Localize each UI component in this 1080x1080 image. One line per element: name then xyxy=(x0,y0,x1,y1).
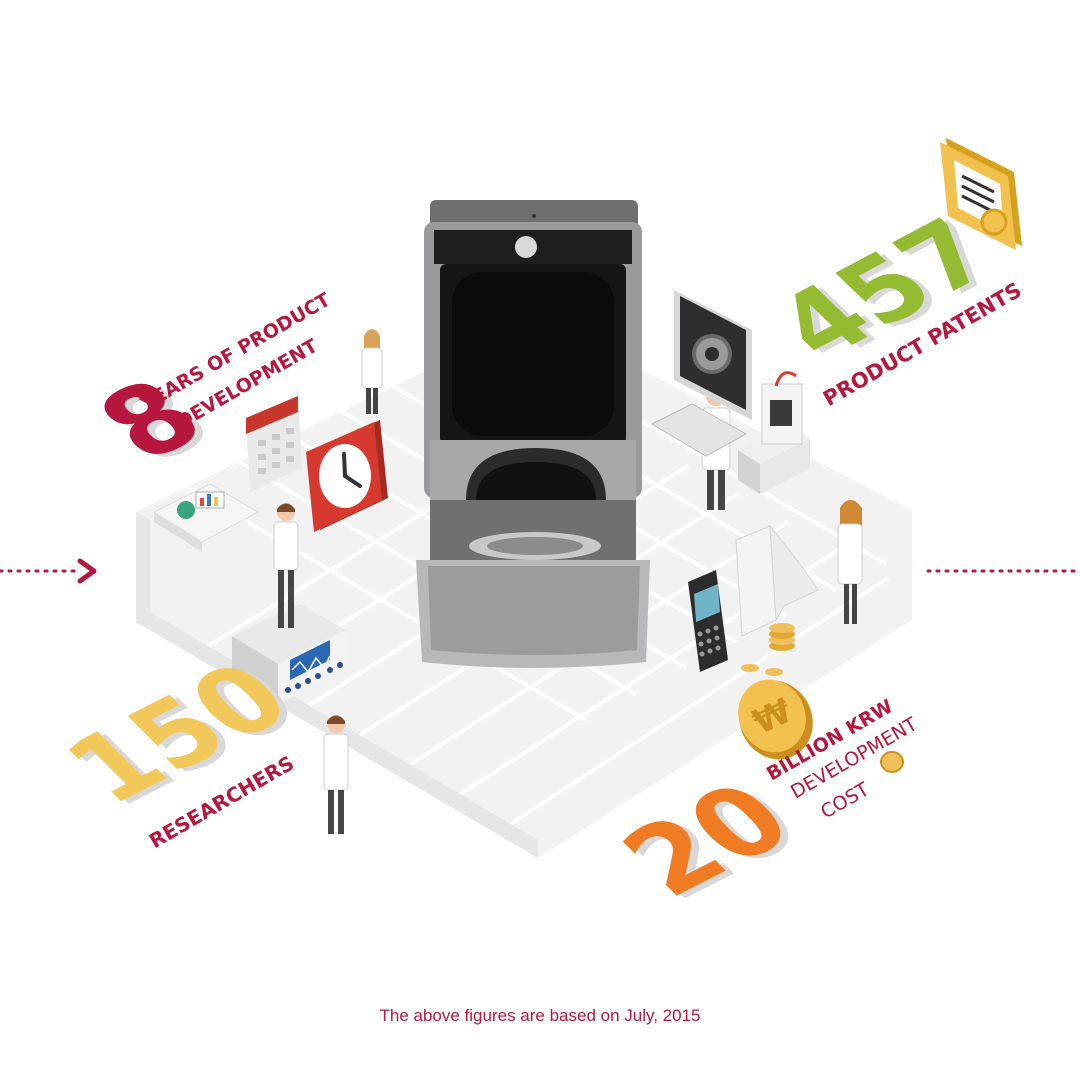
small-coin-icon xyxy=(880,751,904,773)
researcher-icon xyxy=(273,503,299,628)
document-chart-icon xyxy=(152,483,260,552)
won-coin-icon: ₩ xyxy=(738,679,813,760)
researcher-icon xyxy=(837,500,863,624)
washing-machine-icon xyxy=(416,200,650,668)
clock-icon xyxy=(306,420,388,532)
footnote: The above figures are based on July, 201… xyxy=(379,1006,701,1025)
researcher-icon xyxy=(323,715,349,834)
printer-3d-icon xyxy=(738,371,810,494)
monitor-icon xyxy=(650,290,752,457)
coin-stack-icon xyxy=(741,623,795,676)
certificate-icon xyxy=(940,138,1022,250)
left-dotted-arrow xyxy=(0,558,97,584)
calendar-icon xyxy=(246,396,302,492)
calculator-icon xyxy=(688,570,728,672)
receipt-icon xyxy=(735,524,819,637)
oscilloscope-icon xyxy=(232,604,346,704)
researcher-icon xyxy=(361,329,383,414)
